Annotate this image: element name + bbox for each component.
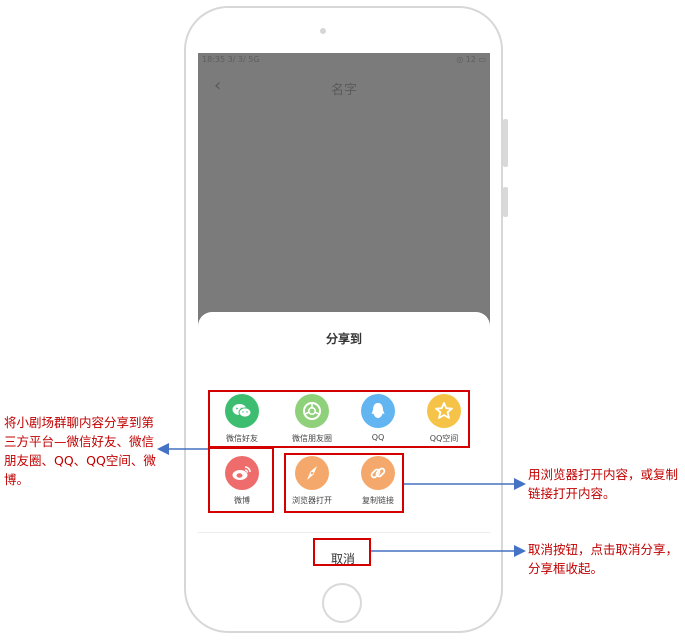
open-in-browser[interactable]: 浏览器打开 [282,456,342,506]
cancel-highlight-box [313,538,371,566]
actions-highlight-box [284,453,404,513]
share-qq[interactable]: QQ [348,394,408,442]
share-wechat-friend[interactable]: 微信好友 [212,394,272,444]
annotation-cancel: 取消按钮，点击取消分享，分享框收起。 [528,542,679,576]
phone-screen: 18:35 3/ 3/ 5G ◎ 12 ▭ ‹ 名字 分享到 微信好友 [198,53,490,574]
volume-button [503,119,508,167]
wechat-icon [225,394,259,428]
platforms-highlight-box [208,390,470,448]
share-label: QQ空间 [429,434,459,443]
compass-icon [295,456,329,490]
home-button[interactable] [322,583,362,623]
share-wechat-moments[interactable]: 微信朋友圈 [282,394,342,444]
sheet-divider [198,532,490,533]
share-label: 微信朋友圈 [292,434,332,443]
share-label: 微信好友 [226,434,258,443]
page-title: 名字 [330,83,357,98]
status-time: 18:35 3/ 3/ 5G [202,55,260,64]
action-label: 复制链接 [362,496,394,505]
share-sheet: 分享到 微信好友 [198,312,490,574]
back-arrow-icon[interactable]: ‹ [214,75,222,96]
phone-speaker [320,28,326,34]
qq-icon [361,394,395,428]
share-weibo[interactable]: 微博 [212,456,272,506]
weibo-icon [225,456,259,490]
cancel-button[interactable]: 取消 [330,552,355,566]
share-label: 微博 [234,496,250,505]
qzone-icon [427,394,461,428]
weibo-highlight-box [208,447,274,513]
action-label: 浏览器打开 [292,496,332,505]
power-button [503,187,508,217]
annotation-browser-copy: 用浏览器打开内容，或复制链接打开内容。 [528,467,679,501]
share-sheet-title: 分享到 [325,332,362,346]
share-qzone[interactable]: QQ空间 [414,394,474,444]
share-label: QQ [371,433,385,442]
status-icons: ◎ 12 ▭ [456,55,486,64]
moments-icon [295,394,329,428]
copy-link[interactable]: 复制链接 [348,456,408,506]
link-icon [361,456,395,490]
annotation-share-platforms: 将小剧场群聊内容分享到第三方平台—微信好友、微信朋友圈、QQ、QQ空间、微博。 [4,415,156,487]
